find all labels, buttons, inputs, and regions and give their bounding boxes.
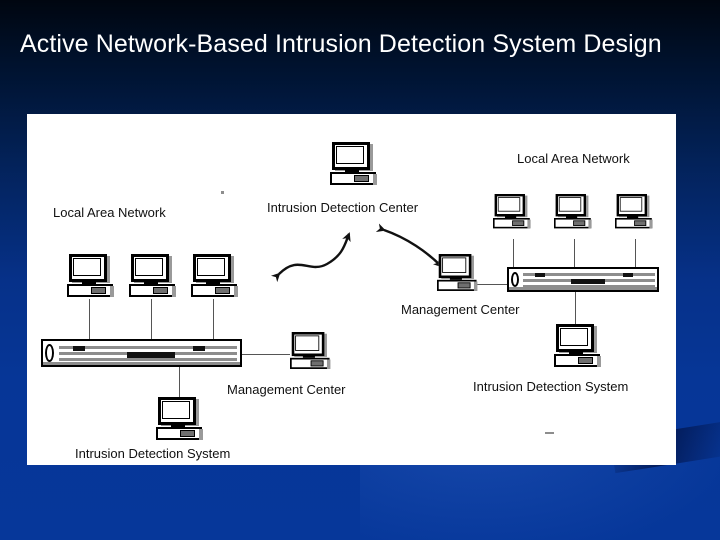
arrow-lan-left-to-idc [270, 232, 351, 283]
node-lan-left-pc1[interactable] [67, 254, 114, 297]
workstation-icon [615, 194, 653, 229]
node-switch-left[interactable] [41, 339, 242, 367]
wire-switch-right-to-mgmt-right [475, 284, 537, 285]
node-switch-right[interactable] [507, 267, 659, 292]
switch-icon [41, 339, 242, 367]
label-ids-right: Intrusion Detection System [473, 379, 629, 394]
slide-title: Active Network-Based Intrusion Detection… [20, 30, 662, 58]
wire-switch-right-to-ids-right [575, 292, 576, 324]
node-ids-right[interactable] [554, 324, 601, 367]
wire-switch-left-to-ids-left [179, 367, 180, 397]
workstation-icon [191, 254, 238, 297]
node-lan-left-pc2[interactable] [129, 254, 176, 297]
label-lan-right: Local Area Network [517, 151, 630, 166]
node-lan-right-pc1[interactable] [493, 194, 539, 237]
label-idc: Intrusion Detection Center [267, 200, 419, 215]
wire-switch-left-to-mgmt-left [242, 354, 290, 355]
switch-icon [507, 267, 659, 292]
workstation-icon [129, 254, 176, 297]
stray-tick-mark-2 [221, 191, 224, 194]
label-lan-left: Local Area Network [53, 205, 166, 220]
stray-tick-mark [545, 432, 554, 434]
wire-lan-left-pc3 [213, 299, 214, 343]
workstation-icon [493, 194, 531, 229]
label-mgmt-right: Management Center [401, 302, 520, 317]
arrow-idc-to-mgmt-right [375, 223, 443, 268]
workstation-icon [67, 254, 114, 297]
label-ids-left: Intrusion Detection System [75, 446, 231, 461]
label-mgmt-left: Management Center [227, 382, 346, 397]
node-idc[interactable] [330, 142, 377, 185]
node-mgmt-left[interactable] [290, 332, 336, 375]
diagram-canvas: Local Area Network [27, 114, 676, 465]
wire-lan-right-pc3 [635, 239, 636, 267]
node-lan-right-pc2[interactable] [554, 194, 600, 237]
wire-lan-left-pc1 [89, 299, 90, 343]
wire-lan-right-pc2 [574, 239, 575, 267]
node-lan-left-pc3[interactable] [191, 254, 238, 297]
node-mgmt-right[interactable] [437, 254, 483, 297]
node-ids-left[interactable] [156, 397, 203, 440]
wire-lan-left-pc2 [151, 299, 152, 355]
workstation-icon [330, 142, 377, 185]
workstation-icon [554, 194, 592, 229]
wire-lan-right-pc1 [513, 239, 514, 267]
node-lan-right-pc3[interactable] [615, 194, 661, 237]
workstation-icon [156, 397, 203, 440]
workstation-icon [290, 332, 331, 369]
workstation-icon [437, 254, 478, 291]
workstation-icon [554, 324, 601, 367]
